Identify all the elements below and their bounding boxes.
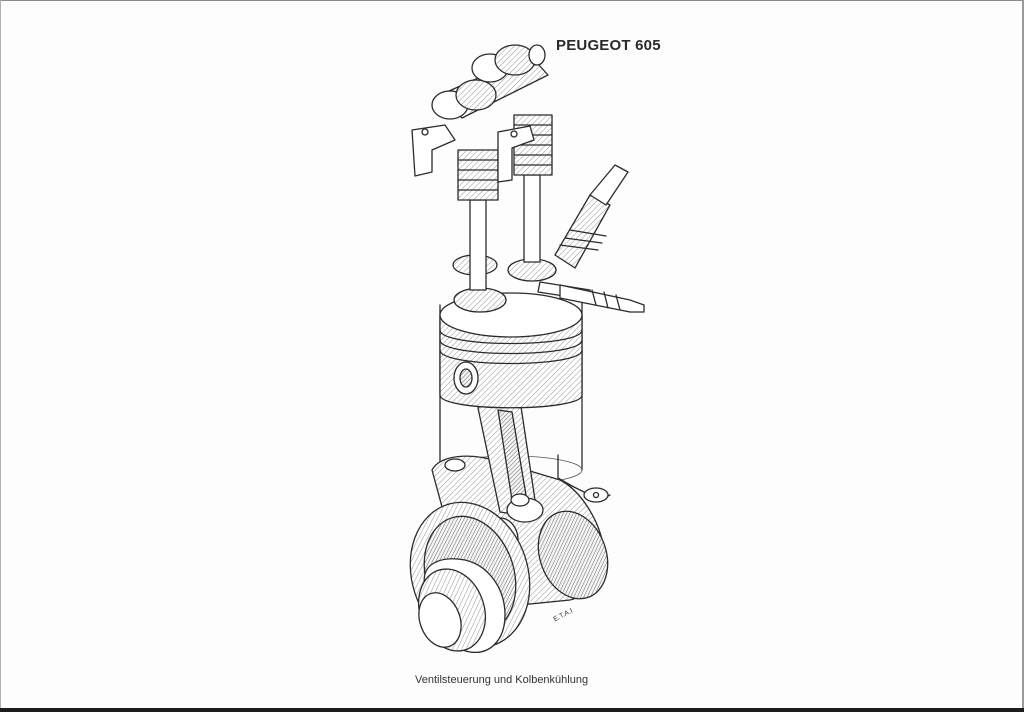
sheet-edge-bottom [0,708,1024,712]
fuel-injector [537,164,629,301]
sheet-edge-top [0,0,1024,1]
sheet-edge-right [1022,0,1024,712]
piston-cooling-oil-jet [557,454,611,503]
glow-plug [559,284,645,313]
sheet-edge-left [0,0,1,712]
figure-caption: Ventilsteuerung und Kolbenkühlung [415,674,589,686]
rocker-arms [411,124,535,183]
piston [439,292,583,409]
valve-stem-left [457,149,499,291]
connecting-rod [444,394,544,523]
crankshaft [409,455,609,653]
page-title: PEUGEOT 605 [556,37,661,54]
camshaft [431,44,549,120]
